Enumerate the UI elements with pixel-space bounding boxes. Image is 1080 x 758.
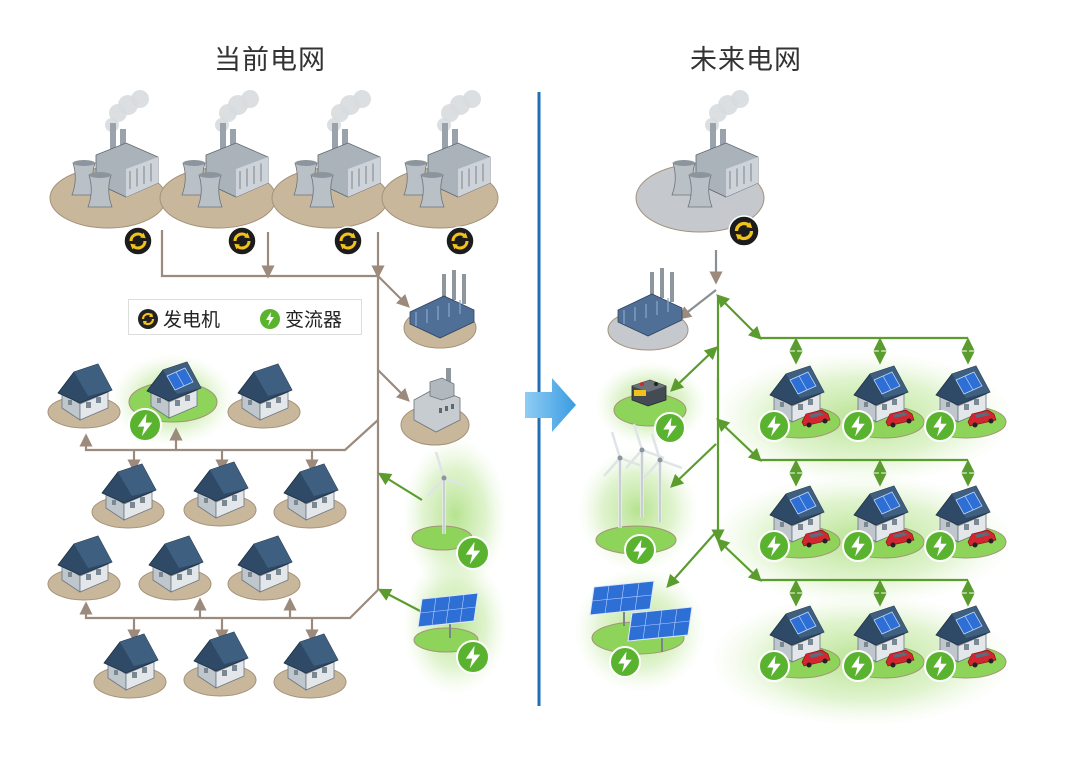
solar-panel-icon xyxy=(589,580,655,626)
wind-turbine-icon xyxy=(427,451,467,534)
battery-icon xyxy=(631,379,667,407)
generator-icon xyxy=(227,226,257,256)
factory-icon xyxy=(409,270,475,339)
converter-icon xyxy=(456,640,490,674)
industrial-building-icon xyxy=(413,368,461,433)
electric-car-icon xyxy=(885,529,915,548)
house-icon xyxy=(283,463,339,521)
house-icon xyxy=(283,633,339,691)
electric-car-icon xyxy=(967,529,997,548)
converter-icon xyxy=(260,308,280,329)
connection-line xyxy=(716,538,762,582)
converter-icon xyxy=(128,408,162,442)
converter-icon xyxy=(758,410,790,442)
house-icon xyxy=(237,535,293,593)
connection-line xyxy=(377,369,410,402)
generator-icon xyxy=(728,215,760,247)
solar-house-icon xyxy=(935,485,991,543)
solar-house-icon xyxy=(769,485,825,543)
house-icon xyxy=(103,633,159,691)
electric-car-icon xyxy=(801,649,831,668)
legend-item-generator: 发电机 xyxy=(137,305,220,332)
transmission-line xyxy=(160,230,378,278)
factory-icon xyxy=(617,268,683,337)
connection-line xyxy=(377,275,410,308)
solar-house-icon xyxy=(769,365,825,423)
converter-icon xyxy=(842,650,874,682)
future-grid-title: 未来电网 xyxy=(690,45,802,76)
generator-icon xyxy=(333,226,363,256)
converter-icon xyxy=(624,534,656,566)
solar-house-icon xyxy=(853,605,909,663)
connection-line xyxy=(677,289,717,320)
solar-house-icon xyxy=(146,361,202,419)
electric-car-icon xyxy=(885,409,915,428)
house-icon xyxy=(57,363,113,421)
house-icon xyxy=(57,535,113,593)
house-icon xyxy=(237,363,293,421)
solar-house-icon xyxy=(853,485,909,543)
electric-car-icon xyxy=(801,409,831,428)
converter-icon xyxy=(924,530,956,562)
connection-line xyxy=(670,346,718,392)
solar-house-icon xyxy=(853,365,909,423)
converter-icon xyxy=(924,650,956,682)
converter-icon xyxy=(842,530,874,562)
converter-icon xyxy=(924,410,956,442)
converter-icon xyxy=(758,530,790,562)
converter-icon xyxy=(654,412,686,444)
house-icon xyxy=(101,463,157,521)
converter-icon xyxy=(456,536,490,570)
house-icon xyxy=(193,461,249,519)
power-plant-icon xyxy=(671,90,759,208)
generator-icon xyxy=(123,226,153,256)
connection-line xyxy=(377,588,423,613)
current-grid-title: 当前电网 xyxy=(214,45,326,76)
electric-car-icon xyxy=(801,529,831,548)
legend: 发电机 变流器 xyxy=(128,299,362,335)
generator-icon xyxy=(138,308,158,329)
connection-line xyxy=(670,443,717,488)
solar-panel-icon xyxy=(627,606,693,652)
solar-house-icon xyxy=(769,605,825,663)
electric-car-icon xyxy=(967,409,997,428)
solar-panel-icon xyxy=(417,592,479,638)
connection-line xyxy=(377,472,423,501)
converter-icon xyxy=(842,410,874,442)
solar-house-icon xyxy=(935,605,991,663)
connection-line xyxy=(716,294,762,340)
wind-turbine-icon xyxy=(625,423,665,518)
legend-label-generator: 发电机 xyxy=(163,309,221,331)
house-icon xyxy=(193,631,249,689)
wind-turbine-icon xyxy=(603,431,643,528)
electric-car-icon xyxy=(967,649,997,668)
connection-line xyxy=(716,418,762,462)
generator-icon xyxy=(445,226,475,256)
wind-turbine-icon xyxy=(643,433,683,522)
legend-label-converter: 变流器 xyxy=(285,309,343,331)
legend-item-converter: 变流器 xyxy=(259,305,342,332)
power-plant-icon xyxy=(181,90,269,208)
power-plant-icon xyxy=(403,90,491,208)
connection-line xyxy=(79,419,379,452)
converter-icon xyxy=(758,650,790,682)
converter-icon xyxy=(609,646,641,678)
power-plant-icon xyxy=(293,90,381,208)
house-icon xyxy=(148,535,204,593)
solar-house-icon xyxy=(935,365,991,423)
power-plant-icon xyxy=(71,90,159,208)
connection-line xyxy=(666,531,717,588)
transition-arrow-icon xyxy=(525,378,576,432)
electric-car-icon xyxy=(885,649,915,668)
connection-line xyxy=(79,589,379,620)
